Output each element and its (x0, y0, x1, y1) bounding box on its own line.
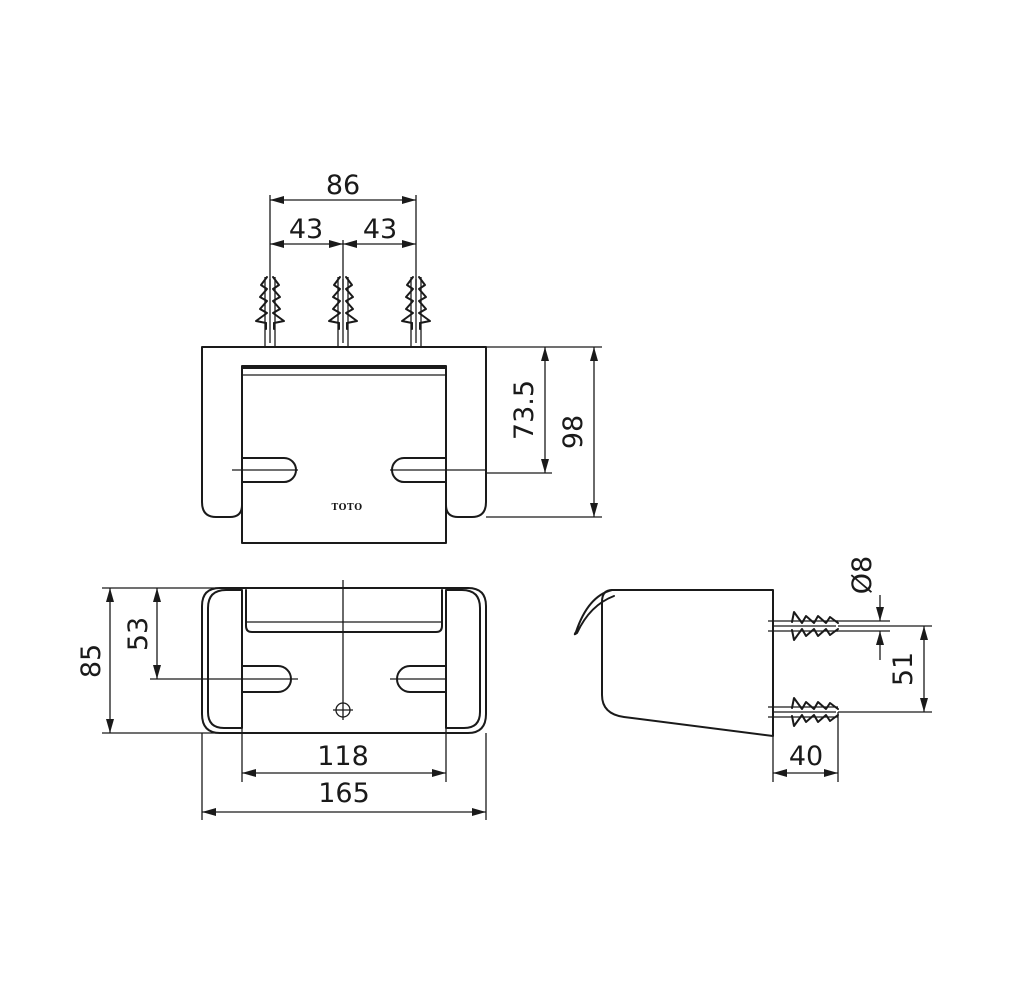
side-anchor-upper (767, 611, 839, 641)
dim-label-73-5: 73.5 (509, 380, 540, 440)
dim-label-diameter-8: Ø8 (847, 556, 878, 594)
dim-slot-spacing: 118 (241, 733, 447, 782)
front-view: TOTO 86 43 43 73.5 (201, 170, 602, 544)
side-view: Ø8 51 40 (573, 556, 932, 782)
dim-label-51: 51 (888, 652, 919, 686)
top-side-left (207, 589, 243, 729)
dim-overall-width: 165 (201, 733, 487, 820)
top-side-right (445, 589, 481, 729)
side-body-outline (601, 589, 774, 737)
dim-label-43-right: 43 (363, 214, 397, 245)
dim-slot-depth: 53 (123, 588, 161, 679)
dim-label-53: 53 (123, 617, 154, 651)
dim-slot-height: 73.5 (486, 346, 602, 474)
top-view: 85 53 118 165 (76, 580, 487, 820)
dim-label-86: 86 (326, 170, 360, 201)
dim-label-98: 98 (558, 415, 589, 449)
dim-anchor-diameter: Ø8 (836, 556, 890, 660)
dim-top-depth: 85 (76, 587, 226, 734)
dim-label-165: 165 (318, 778, 370, 809)
dim-anchor-halves: 43 43 (270, 214, 416, 290)
side-anchor-lower (767, 697, 839, 727)
dim-side-depth: 40 (772, 712, 839, 782)
front-cover (241, 365, 447, 544)
dim-anchor-vertical: 51 (838, 625, 932, 713)
dim-label-40: 40 (789, 741, 823, 772)
brand-logo: TOTO (331, 503, 362, 513)
front-body-outline (201, 346, 487, 518)
dim-front-height: 98 (486, 347, 602, 518)
dim-anchor-total: 86 (269, 170, 417, 290)
dim-label-118: 118 (317, 741, 369, 772)
dim-label-85: 85 (76, 644, 107, 678)
top-cover (245, 589, 443, 633)
dim-label-43-left: 43 (289, 214, 323, 245)
top-body-outline (201, 587, 487, 734)
side-lid-lip (573, 589, 615, 636)
